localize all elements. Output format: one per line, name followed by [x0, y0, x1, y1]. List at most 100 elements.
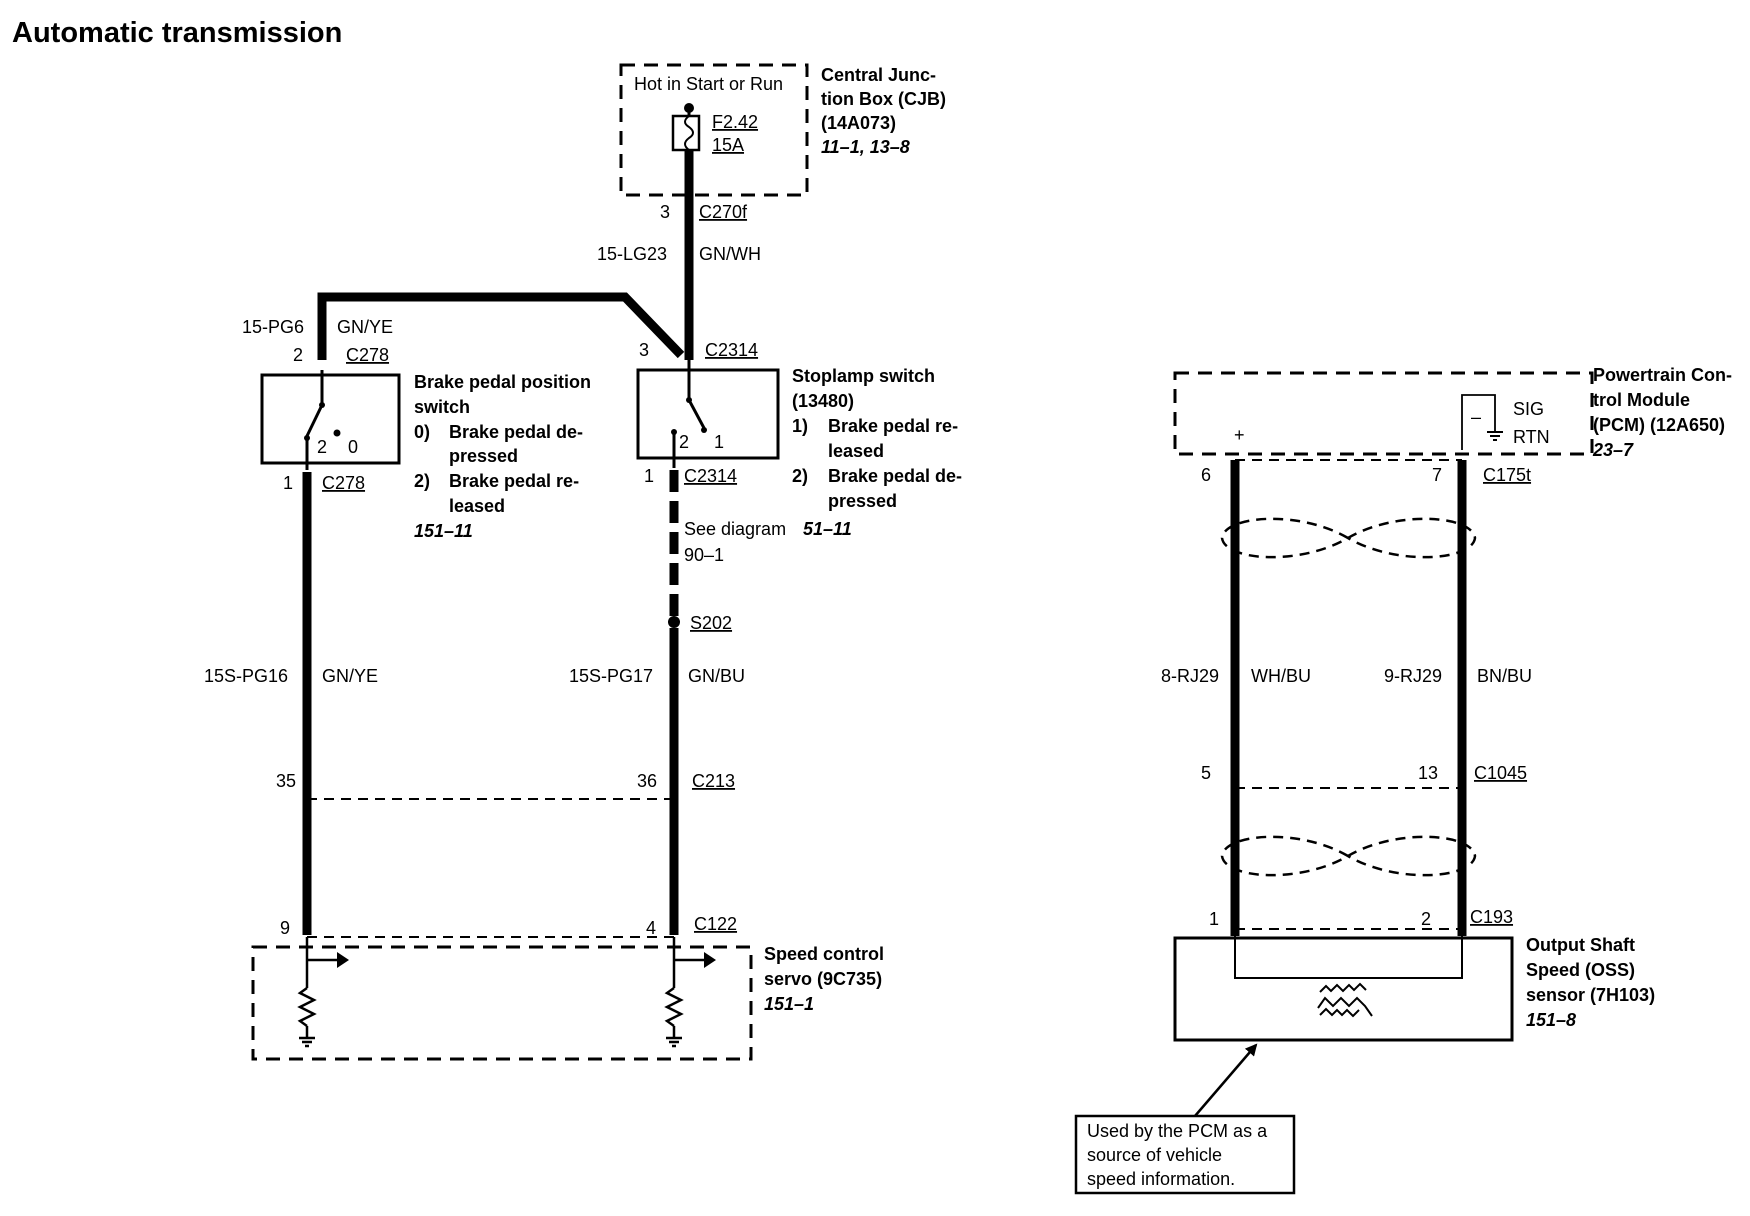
c193-pin-right: 2	[1421, 909, 1431, 929]
note-line-3: speed information.	[1087, 1169, 1235, 1189]
c1045-connector: C1045	[1474, 763, 1527, 783]
oss-ref: 151–8	[1526, 1010, 1576, 1030]
stoplamp-state2-l1: Brake pedal de-	[828, 466, 962, 486]
see-diagram-ref: 90–1	[684, 545, 724, 565]
note-line-2: source of vehicle	[1087, 1145, 1222, 1165]
splice-dot	[668, 616, 680, 628]
bpp-switch-contact-icon	[304, 370, 341, 470]
oss-wire-left-color: WH/BU	[1251, 666, 1311, 686]
bpp-state2-l1: Brake pedal re-	[449, 471, 579, 491]
stoplamp-name-l1: Stoplamp switch	[792, 366, 935, 386]
pcm-rtn: RTN	[1513, 427, 1550, 447]
fuse-id: F2.42	[712, 112, 758, 132]
pcm-ref: 23–7	[1592, 440, 1634, 460]
servo-left-solenoid-icon	[297, 937, 349, 1048]
c213-pin-left: 35	[276, 771, 296, 791]
bpp-feed-wire	[317, 292, 685, 360]
stoplamp-connector-bottom: C2314	[684, 466, 737, 486]
stoplamp-state2-num: 2)	[792, 466, 808, 486]
oss-wire-right-circuit: 9-RJ29	[1384, 666, 1442, 686]
pcm-pin-right: 7	[1432, 465, 1442, 485]
cjb-box	[619, 63, 809, 197]
cjb-name-l2: tion Box (CJB)	[821, 89, 946, 109]
bpp-pin-top: 2	[293, 345, 303, 365]
c122-pin-left: 9	[280, 918, 290, 938]
c1045-pin-left: 5	[1201, 763, 1211, 783]
bpp-state2-num: 2)	[414, 471, 430, 491]
bpp-pos-a: 2	[317, 437, 327, 457]
bpp-state2-l2: leased	[449, 496, 505, 516]
stoplamp-switch-contact-icon	[671, 360, 707, 468]
oss-internal-loop	[1234, 936, 1463, 979]
cjb-name-l3: (14A073)	[821, 113, 896, 133]
oss-sensor-coil-icon	[1317, 982, 1373, 1018]
bpp-connector-top: C278	[346, 345, 389, 365]
cjb-name-l1: Central Junc-	[821, 65, 936, 85]
splice-label: S202	[690, 613, 732, 633]
stoplamp-state1-num: 1)	[792, 416, 808, 436]
bpp-state0-l1: Brake pedal de-	[449, 422, 583, 442]
oss-name-l2: Speed (OSS)	[1526, 960, 1635, 980]
fuse-icon	[671, 108, 701, 152]
twisted-pair-upper-icon	[1220, 517, 1477, 559]
pcm-sig: SIG	[1513, 399, 1544, 419]
stoplamp-pin-bottom: 1	[644, 466, 654, 486]
c193-connector: C193	[1470, 907, 1513, 927]
stoplamp-state1-l2: leased	[828, 441, 884, 461]
twisted-pair-lower-icon	[1220, 835, 1477, 877]
cjb-pin: 3	[660, 202, 670, 222]
stoplamp-state1-l1: Brake pedal re-	[828, 416, 958, 436]
c213-pin-right: 36	[637, 771, 657, 791]
note-line-1: Used by the PCM as a	[1087, 1121, 1268, 1141]
wire-left-circuit: 15S-PG16	[204, 666, 288, 686]
c122-pin-right: 4	[646, 918, 656, 938]
pcm-name-l2: trol Module	[1593, 390, 1690, 410]
stoplamp-ref: 51–11	[803, 519, 852, 539]
stoplamp-switch-box	[636, 368, 780, 460]
feed-wire-color: GN/WH	[699, 244, 761, 264]
servo-right-solenoid-icon	[664, 937, 716, 1048]
bpp-state0-num: 0)	[414, 422, 430, 442]
stoplamp-name-l2: (13480)	[792, 391, 854, 411]
oss-sensor-box	[1173, 936, 1514, 1042]
stoplamp-state2-l2: pressed	[828, 491, 897, 511]
pcm-minus: –	[1471, 407, 1481, 427]
see-diagram-text: See diagram	[684, 519, 786, 539]
c1045-pin-right: 13	[1418, 763, 1438, 783]
pcm-connector: C175t	[1483, 465, 1531, 485]
bpp-pin-bottom: 1	[283, 473, 293, 493]
servo-name-l1: Speed control	[764, 944, 884, 964]
pcm-box	[1173, 371, 1594, 456]
cjb-ref: 11–1, 13–8	[821, 137, 910, 157]
wire-mid-color: GN/BU	[688, 666, 745, 686]
pcm-name-l3: (PCM) (12A650)	[1593, 415, 1725, 435]
note-box	[1074, 1114, 1296, 1195]
pcm-name-l1: Powertrain Con-	[1593, 365, 1732, 385]
feed-wire-circuit: 15-LG23	[597, 244, 667, 264]
oss-wire-left-circuit: 8-RJ29	[1161, 666, 1219, 686]
pcm-plus: +	[1234, 425, 1245, 445]
oss-name-l1: Output Shaft	[1526, 935, 1635, 955]
bpp-feed-circuit: 15-PG6	[242, 317, 304, 337]
stoplamp-pos-b: 1	[714, 432, 724, 452]
servo-name-l2: servo (9C735)	[764, 969, 882, 989]
bpp-name-l1: Brake pedal position	[414, 372, 591, 392]
c122-connector: C122	[694, 914, 737, 934]
oss-name-l3: sensor (7H103)	[1526, 985, 1655, 1005]
fuse-rating: 15A	[712, 135, 744, 155]
bpp-ref: 151–11	[414, 521, 473, 541]
bpp-state0-l2: pressed	[449, 446, 518, 466]
stoplamp-pos-a: 2	[679, 432, 689, 452]
bpp-pos-b: 0	[348, 437, 358, 457]
oss-wire-right-color: BN/BU	[1477, 666, 1532, 686]
wire-left-color: GN/YE	[322, 666, 378, 686]
c213-connector: C213	[692, 771, 735, 791]
cjb-hot-label: Hot in Start or Run	[634, 74, 783, 94]
bpp-name-l2: switch	[414, 397, 470, 417]
pcm-ground-icon	[1461, 394, 1503, 450]
servo-ref: 151–1	[764, 994, 814, 1014]
bpp-connector-bottom: C278	[322, 473, 365, 493]
pcm-pin-left: 6	[1201, 465, 1211, 485]
page-title: Automatic transmission	[12, 17, 342, 49]
